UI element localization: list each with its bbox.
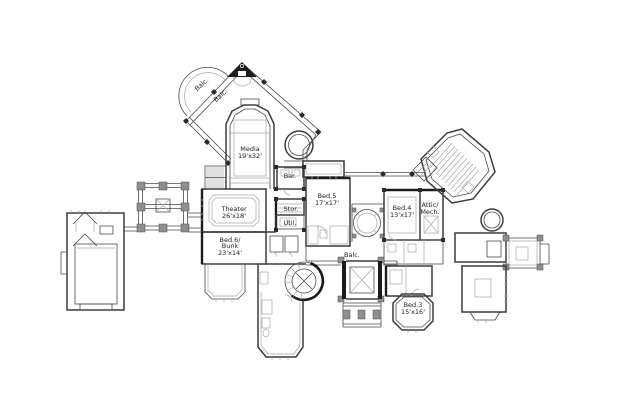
pergola-colonnade <box>124 181 202 233</box>
label-bar: Bar. <box>284 172 297 180</box>
label-balcony-center: Balc. <box>344 251 360 259</box>
bed6-bunk-room <box>200 231 267 302</box>
room-labels: Balc. Balc. Media 19'x32' Bar. Theater 2… <box>193 76 440 316</box>
right-porch-rooms <box>454 232 550 323</box>
label-bed5-dims: 17'x17' <box>315 199 339 207</box>
label-theater-name: Theater <box>220 205 247 213</box>
right-turret <box>480 208 504 232</box>
label-bed5-name: Bed.5 <box>318 192 337 200</box>
main-staircase <box>204 165 227 190</box>
label-attic-line1: Attic/ <box>422 201 440 209</box>
label-bed6-line2: Bunk <box>222 242 239 250</box>
label-attic-line2: Mech. <box>420 208 439 216</box>
label-media-dims: 19'x32' <box>238 152 262 160</box>
label-media-name: Media <box>240 145 260 153</box>
label-bed3-name: Bed.3 <box>404 301 423 309</box>
label-bed4-name: Bed.4 <box>393 204 412 212</box>
label-balcony-upper-outer: Balc. <box>193 76 210 93</box>
center-balcony-deck <box>305 246 398 266</box>
label-bed4-dims: 13'x17' <box>390 211 414 219</box>
upper-diamond-balcony <box>178 62 322 166</box>
rotunda-landing <box>351 203 385 242</box>
bar-stor-util-block <box>274 165 306 232</box>
label-bed6-line1: Bed.6/ <box>220 236 242 244</box>
north-porch-railing <box>302 160 426 178</box>
label-bed3-dims: 15'x16' <box>401 308 425 316</box>
lower-colonnade <box>342 302 382 328</box>
bed5-room <box>305 176 351 247</box>
media-turret <box>284 130 314 169</box>
label-bed6-dims: 23'x14' <box>218 249 242 257</box>
bottom-bay-room <box>257 290 304 360</box>
garage-building <box>60 210 125 311</box>
center-corridor <box>257 231 306 290</box>
label-stor: Stor. <box>284 205 299 213</box>
diagonal-stair-wing <box>412 128 496 204</box>
media-room-tower <box>225 98 275 189</box>
label-theater-dims: 26'x18' <box>222 212 246 220</box>
spiral-staircase <box>284 261 325 302</box>
elevator-shaft <box>337 256 385 303</box>
label-util: Util. <box>284 219 297 227</box>
bed4-attic-block <box>382 188 445 265</box>
bed3-room <box>384 265 434 333</box>
